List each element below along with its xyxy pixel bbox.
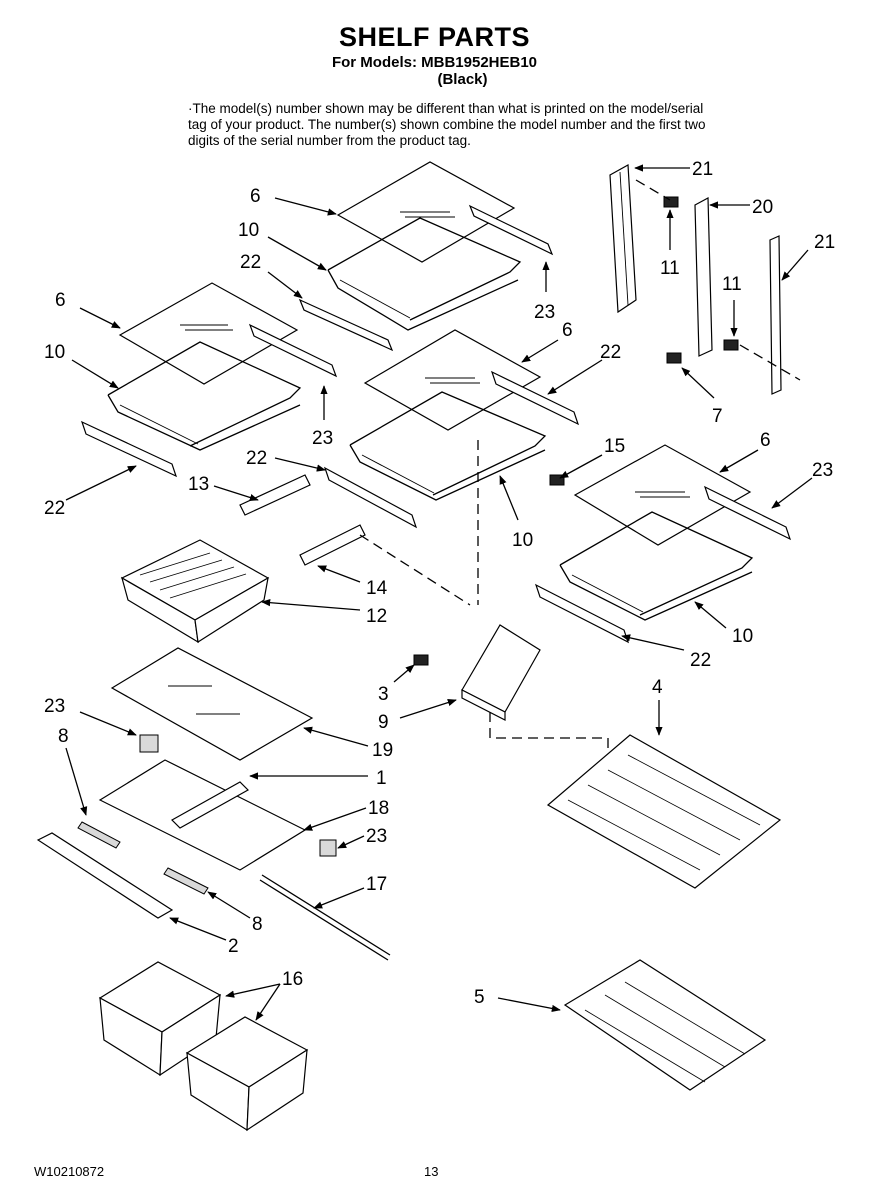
color-line: (Black) xyxy=(437,71,488,88)
models-line: For Models: MBB1952HEB10 xyxy=(331,54,538,71)
callout-label: 8 xyxy=(252,914,263,935)
callout-label: 13 xyxy=(188,474,209,495)
glass-shelf xyxy=(118,282,299,385)
callout-label: 23 xyxy=(534,302,555,323)
shelf-assembly-top-center xyxy=(298,161,554,352)
drawer-slide xyxy=(239,474,311,516)
shelf-rail xyxy=(694,197,713,357)
page-title: SHELF PARTS xyxy=(338,22,530,52)
trim-strip xyxy=(490,370,580,426)
callout-label: 7 xyxy=(712,406,723,427)
bins xyxy=(98,961,309,1132)
model-subtitle: For Models: MBB1952HEB10 (Black) xyxy=(0,54,869,88)
callout-label: 12 xyxy=(366,606,387,627)
crisper-drawer-assembly xyxy=(120,440,479,644)
callout-label: 10 xyxy=(238,220,259,241)
callout-label: 10 xyxy=(44,342,65,363)
callout-label: 10 xyxy=(732,626,753,647)
screw xyxy=(413,654,429,666)
drawer-cover xyxy=(171,781,249,829)
callout-label: 20 xyxy=(752,197,773,218)
glass-shelf xyxy=(363,329,542,431)
callout-label: 11 xyxy=(722,274,742,295)
deli-drawer-assembly xyxy=(36,647,391,961)
drawer-slide xyxy=(299,524,366,566)
callout-label: 3 xyxy=(378,684,389,705)
shelf-rails xyxy=(549,164,801,486)
screw xyxy=(723,339,739,351)
callout-label: 23 xyxy=(44,696,65,717)
callout-label: 22 xyxy=(240,252,261,273)
callout-label: 22 xyxy=(246,448,267,469)
callout-label: 6 xyxy=(562,320,573,341)
trim-strip xyxy=(248,323,338,378)
callout-label: 21 xyxy=(692,159,713,180)
trim-strip xyxy=(468,204,554,256)
callout-label: 11 xyxy=(660,258,680,279)
callout-label: 4 xyxy=(652,677,663,698)
glass-shelf xyxy=(110,647,314,761)
callout-label: 14 xyxy=(366,578,388,599)
callout-label: 10 xyxy=(512,530,533,551)
callout-label: 23 xyxy=(366,826,387,847)
front-trim xyxy=(298,298,394,352)
trim-strip xyxy=(36,832,174,919)
leader-lines xyxy=(65,164,813,1021)
shelf-assembly-right xyxy=(534,444,792,644)
callout-label: 16 xyxy=(282,969,303,990)
glass-shelf xyxy=(573,444,752,546)
callout-label: 23 xyxy=(812,460,833,481)
model-note: ·The model(s) number shown may be differ… xyxy=(188,101,706,148)
shelf-rail xyxy=(769,235,782,395)
shelf-assembly-left xyxy=(80,282,338,478)
callout-label: 6 xyxy=(760,430,771,451)
callout-label: 23 xyxy=(312,428,333,449)
screw xyxy=(663,196,679,208)
shelf-rail xyxy=(609,164,637,314)
trim-strip xyxy=(703,485,792,541)
front-trim xyxy=(323,466,418,529)
callout-label: 6 xyxy=(55,290,66,311)
callout-label: 22 xyxy=(600,342,621,363)
callout-label: 2 xyxy=(228,936,239,957)
screw xyxy=(549,474,565,486)
screw xyxy=(666,352,682,364)
callout-label: 9 xyxy=(378,712,389,733)
callout-label: 5 xyxy=(474,987,485,1008)
shelf-assembly-center xyxy=(323,329,580,529)
callout-label: 18 xyxy=(368,798,389,819)
front-trim xyxy=(80,420,178,478)
page-number: 13 xyxy=(424,1164,439,1179)
callout-label: 17 xyxy=(366,874,387,895)
wire-basket xyxy=(546,734,782,889)
callout-label: 15 xyxy=(604,436,625,457)
callout-label: 1 xyxy=(376,768,387,789)
callout-labels: 6 10 22 6 10 23 22 13 22 23 6 10 22 14 1… xyxy=(44,159,835,1008)
callout-label: 8 xyxy=(58,726,69,747)
bin-and-baskets xyxy=(413,624,782,1091)
front-trim xyxy=(534,583,630,644)
callout-label: 6 xyxy=(250,186,261,207)
wire-basket xyxy=(563,959,767,1091)
callout-label: 22 xyxy=(44,498,65,519)
callout-label: 19 xyxy=(372,740,393,761)
document-number: W10210872 xyxy=(34,1164,105,1179)
callout-label: 21 xyxy=(814,232,835,253)
callout-label: 22 xyxy=(690,650,711,671)
